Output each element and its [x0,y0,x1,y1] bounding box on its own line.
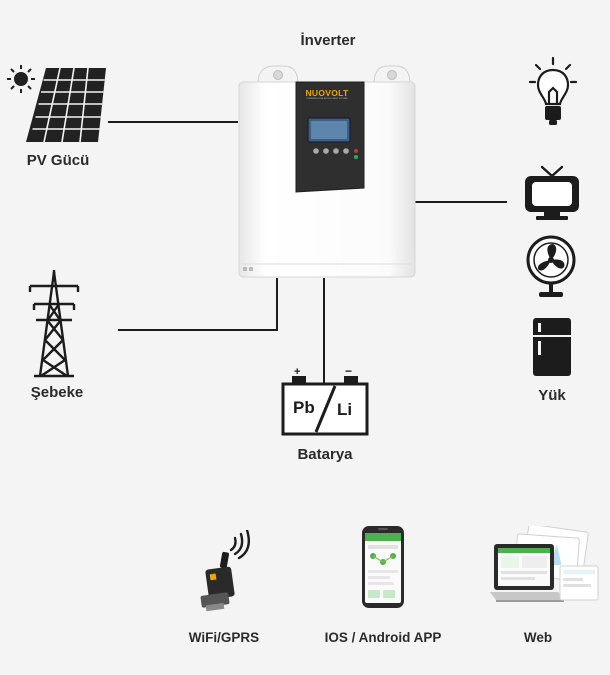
light-bulb-icon [528,56,578,128]
wire-grid-inverter [118,278,278,331]
inverter-brand-tagline: POWERING THE INTELLIGENT FUTURE [306,98,348,100]
grid-label: Şebeke [30,384,84,401]
fan-icon [525,234,577,300]
tv-icon [522,164,582,222]
pv-panel-icon [4,62,108,144]
battery-li-text: Li [337,400,353,419]
web-portal-icon [490,526,600,610]
battery-label: Batarya [297,446,353,463]
inverter-label: İnverter [300,32,356,49]
grid-tower-icon [22,268,86,380]
load-label: Yük [538,387,566,404]
inverter-brand-logo: NUOVOLT POWERING THE INTELLIGENT FUTURE [302,88,352,100]
smartphone-app-icon [360,524,406,610]
battery-icon [280,370,370,438]
battery-plus-sign: + [294,366,301,378]
battery-minus-sign: − [345,364,353,378]
inverter-brand-text: NUOVOLT [305,88,349,98]
wifi-gprs-label: WiFi/GPRS [188,630,260,645]
battery-pb-text: Pb [293,398,315,417]
inverter-unit [236,62,418,282]
mobile-app-label: IOS / Android APP [324,630,442,645]
refrigerator-icon [531,316,573,378]
web-label: Web [523,630,553,645]
pv-label: PV Gücü [26,152,90,169]
wifi-module-icon [193,530,257,614]
